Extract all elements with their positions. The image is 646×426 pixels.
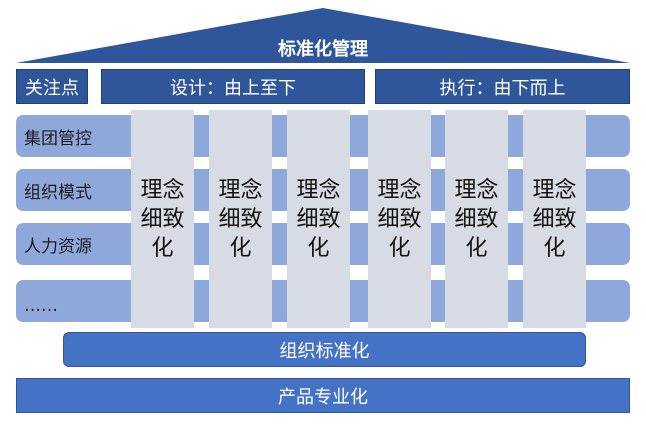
- pillar-label: 理念细致化: [454, 177, 499, 261]
- roof: [16, 8, 630, 63]
- pillar-2: 理念细致化: [209, 110, 272, 328]
- pillar-label: 理念细致化: [140, 177, 185, 261]
- pillar-label: 理念细致化: [532, 177, 577, 261]
- pillar-3: 理念细致化: [287, 110, 350, 328]
- roof-title: 标准化管理: [278, 39, 368, 60]
- roof-shape: [16, 8, 630, 63]
- execute-header: 执行：由下而上: [375, 69, 630, 104]
- design-header: 设计：由上至下: [101, 69, 365, 104]
- org-standardization-bar: 组织标准化: [63, 332, 586, 367]
- pillar-label: 理念细致化: [296, 177, 341, 261]
- pillar-6: 理念细致化: [523, 110, 586, 328]
- pillar-5: 理念细致化: [445, 110, 508, 328]
- focus-header: 关注点: [16, 69, 88, 104]
- pillar-1: 理念细致化: [131, 110, 194, 328]
- pillar-label: 理念细致化: [377, 177, 422, 261]
- product-professionalization-bar: 产品专业化: [16, 378, 630, 413]
- pillar-4: 理念细致化: [368, 110, 431, 328]
- pillar-label: 理念细致化: [218, 177, 263, 261]
